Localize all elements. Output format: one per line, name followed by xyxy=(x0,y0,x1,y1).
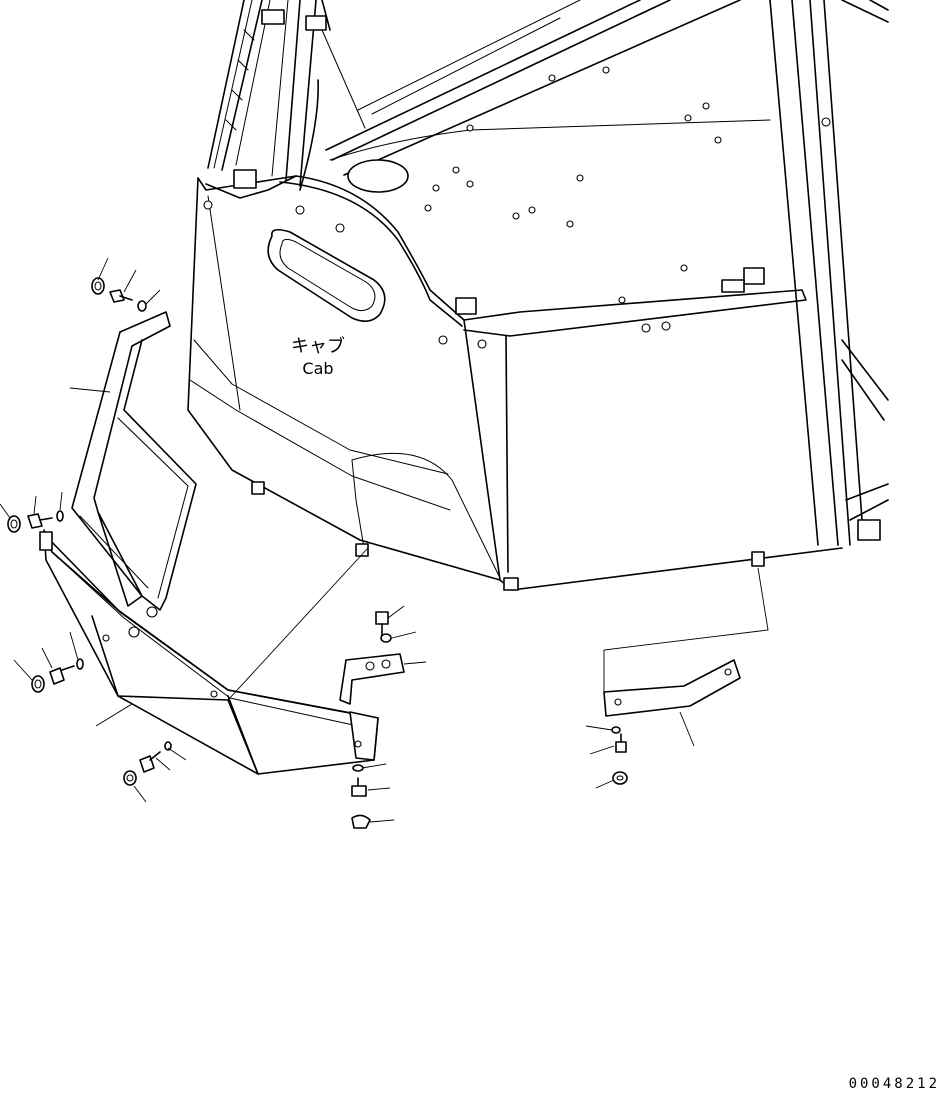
flange-bolt xyxy=(139,751,161,773)
front-clip xyxy=(455,297,477,315)
floor-clip-right xyxy=(743,267,765,285)
floor-clip-right-2 xyxy=(721,279,745,293)
flange-bolt xyxy=(49,665,75,685)
nut xyxy=(123,770,137,786)
foot-stud-1 xyxy=(503,577,519,591)
washer xyxy=(76,658,84,670)
drawing-number: 00048212 xyxy=(849,1076,940,1092)
washer xyxy=(56,510,64,522)
nut xyxy=(351,814,371,829)
nut xyxy=(7,515,21,533)
flange-bolt xyxy=(109,289,133,303)
flange-bolt xyxy=(375,611,389,637)
flange-bolt xyxy=(27,513,53,529)
side-clip xyxy=(233,169,257,189)
pillar-clip-top-2 xyxy=(305,15,327,31)
foot-stud-3 xyxy=(751,551,765,567)
flange-bolt xyxy=(615,733,627,753)
washer xyxy=(380,633,392,643)
fasteners xyxy=(7,277,628,829)
floor-holes xyxy=(424,66,722,304)
floor-opening xyxy=(347,159,409,193)
washer xyxy=(352,764,364,772)
washer xyxy=(611,726,621,734)
foot-stud-4 xyxy=(355,543,369,557)
nut xyxy=(31,675,45,693)
mounting-bracket-right xyxy=(603,659,741,717)
lower-front-cover xyxy=(39,529,379,775)
callout-lines xyxy=(0,257,769,823)
nut xyxy=(612,771,628,785)
flange-bolt xyxy=(351,777,367,797)
nut xyxy=(91,277,105,295)
handle-opening xyxy=(267,228,386,322)
side-cover-frame xyxy=(71,311,197,618)
washer xyxy=(137,300,147,312)
cab-body: キャブ Cab xyxy=(187,0,889,591)
mounting-bracket-left xyxy=(339,653,405,761)
pillar-clip-top xyxy=(261,9,285,25)
corner-stud xyxy=(857,519,881,541)
washer xyxy=(164,741,172,751)
foot-stud-2 xyxy=(251,481,265,495)
cab-label-jp: キャブ xyxy=(291,335,345,357)
cover-tab xyxy=(39,531,53,551)
cab-label-en: Cab xyxy=(302,359,333,378)
